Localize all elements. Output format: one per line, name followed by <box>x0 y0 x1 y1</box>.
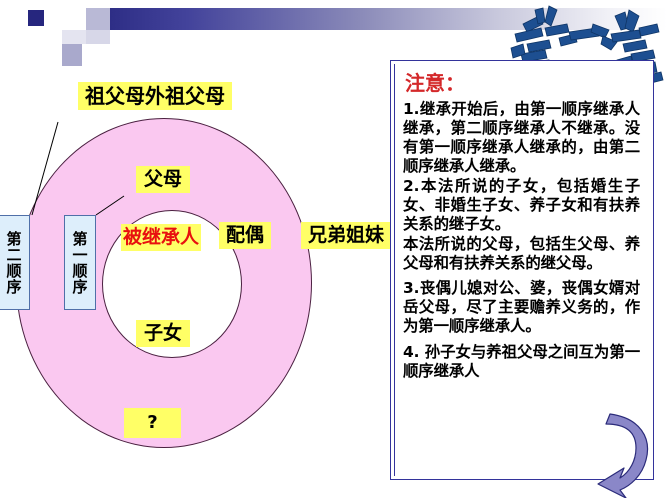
label-parents: 父母 <box>136 166 191 193</box>
order-box-second: 第二顺序 <box>0 215 30 310</box>
label-siblings: 兄弟姐妹 <box>301 222 392 249</box>
label-children: 子女 <box>136 320 191 347</box>
note-paragraph-4: 3.丧偶儿媳对公、婆，丧偶女婿对岳父母，尽了主要赡养义务的，作为第一顺序继承人。 <box>403 279 640 336</box>
note-paragraph-2: 2.本法所说的子女，包括婚生子女、非婚生子女、养子女和有扶养关系的继子女。 <box>403 176 640 233</box>
curved-arrow-icon <box>596 404 662 499</box>
label-spouse: 配偶 <box>219 222 272 249</box>
note-title: 注意： <box>405 71 465 95</box>
note-panel-inner: 注意： 1.继承开始后，由第一顺序继承人继承，第二顺序继承人不继承。没有第一顺序… <box>394 64 650 476</box>
inheritance-diagram: 第二顺序 第一顺序 祖父母外祖父母 父母 子女 被继承人 配偶 兄弟姐妹 ? <box>0 82 392 448</box>
note-paragraph-1: 1.继承开始后，由第一顺序继承人继承，第二顺序继承人不继承。没有第一顺序继承人继… <box>403 100 640 175</box>
label-question-mark: ? <box>124 408 181 438</box>
label-grandparents: 祖父母外祖父母 <box>78 82 232 110</box>
order-first-label: 第一顺序 <box>70 230 89 295</box>
order-second-label: 第二顺序 <box>4 230 23 295</box>
order-box-first: 第一顺序 <box>64 215 96 310</box>
label-deceased: 被继承人 <box>121 224 202 251</box>
note-paragraph-5: 4. 孙子女与养祖父母之间互为第一顺序继承人 <box>403 343 640 381</box>
note-paragraph-3: 本法所说的父母，包括生父母、养父母和有扶养关系的继父母。 <box>403 234 640 272</box>
note-panel: 注意： 1.继承开始后，由第一顺序继承人继承，第二顺序继承人不继承。没有第一顺序… <box>390 60 654 480</box>
